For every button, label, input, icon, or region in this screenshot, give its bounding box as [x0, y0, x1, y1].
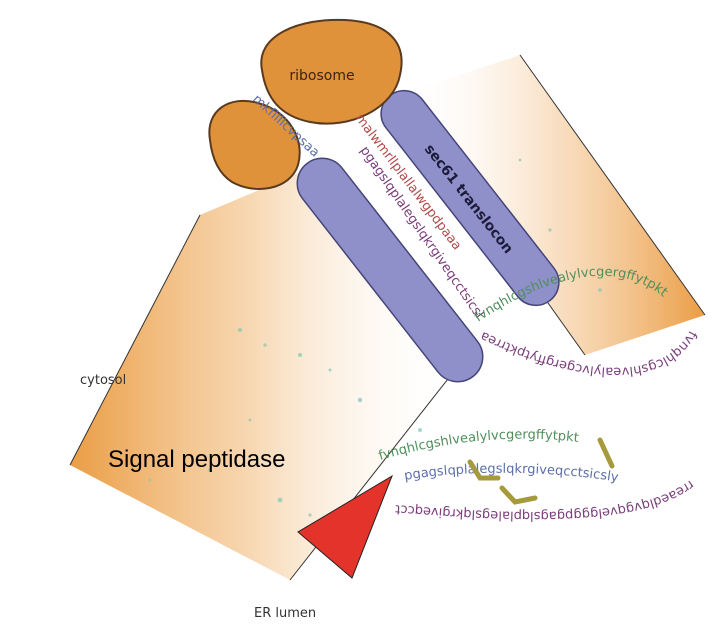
ribosome: ribosome — [208, 18, 403, 190]
signal-peptidase-icon — [297, 474, 393, 579]
ribosome-label: ribosome — [289, 68, 354, 84]
cytosol-label: cytosol — [80, 373, 126, 388]
er-lumen-label: ER lumen — [254, 606, 316, 621]
disulfide-bonds — [467, 437, 615, 505]
signal-peptidase-label: Signal peptidase — [108, 446, 286, 473]
